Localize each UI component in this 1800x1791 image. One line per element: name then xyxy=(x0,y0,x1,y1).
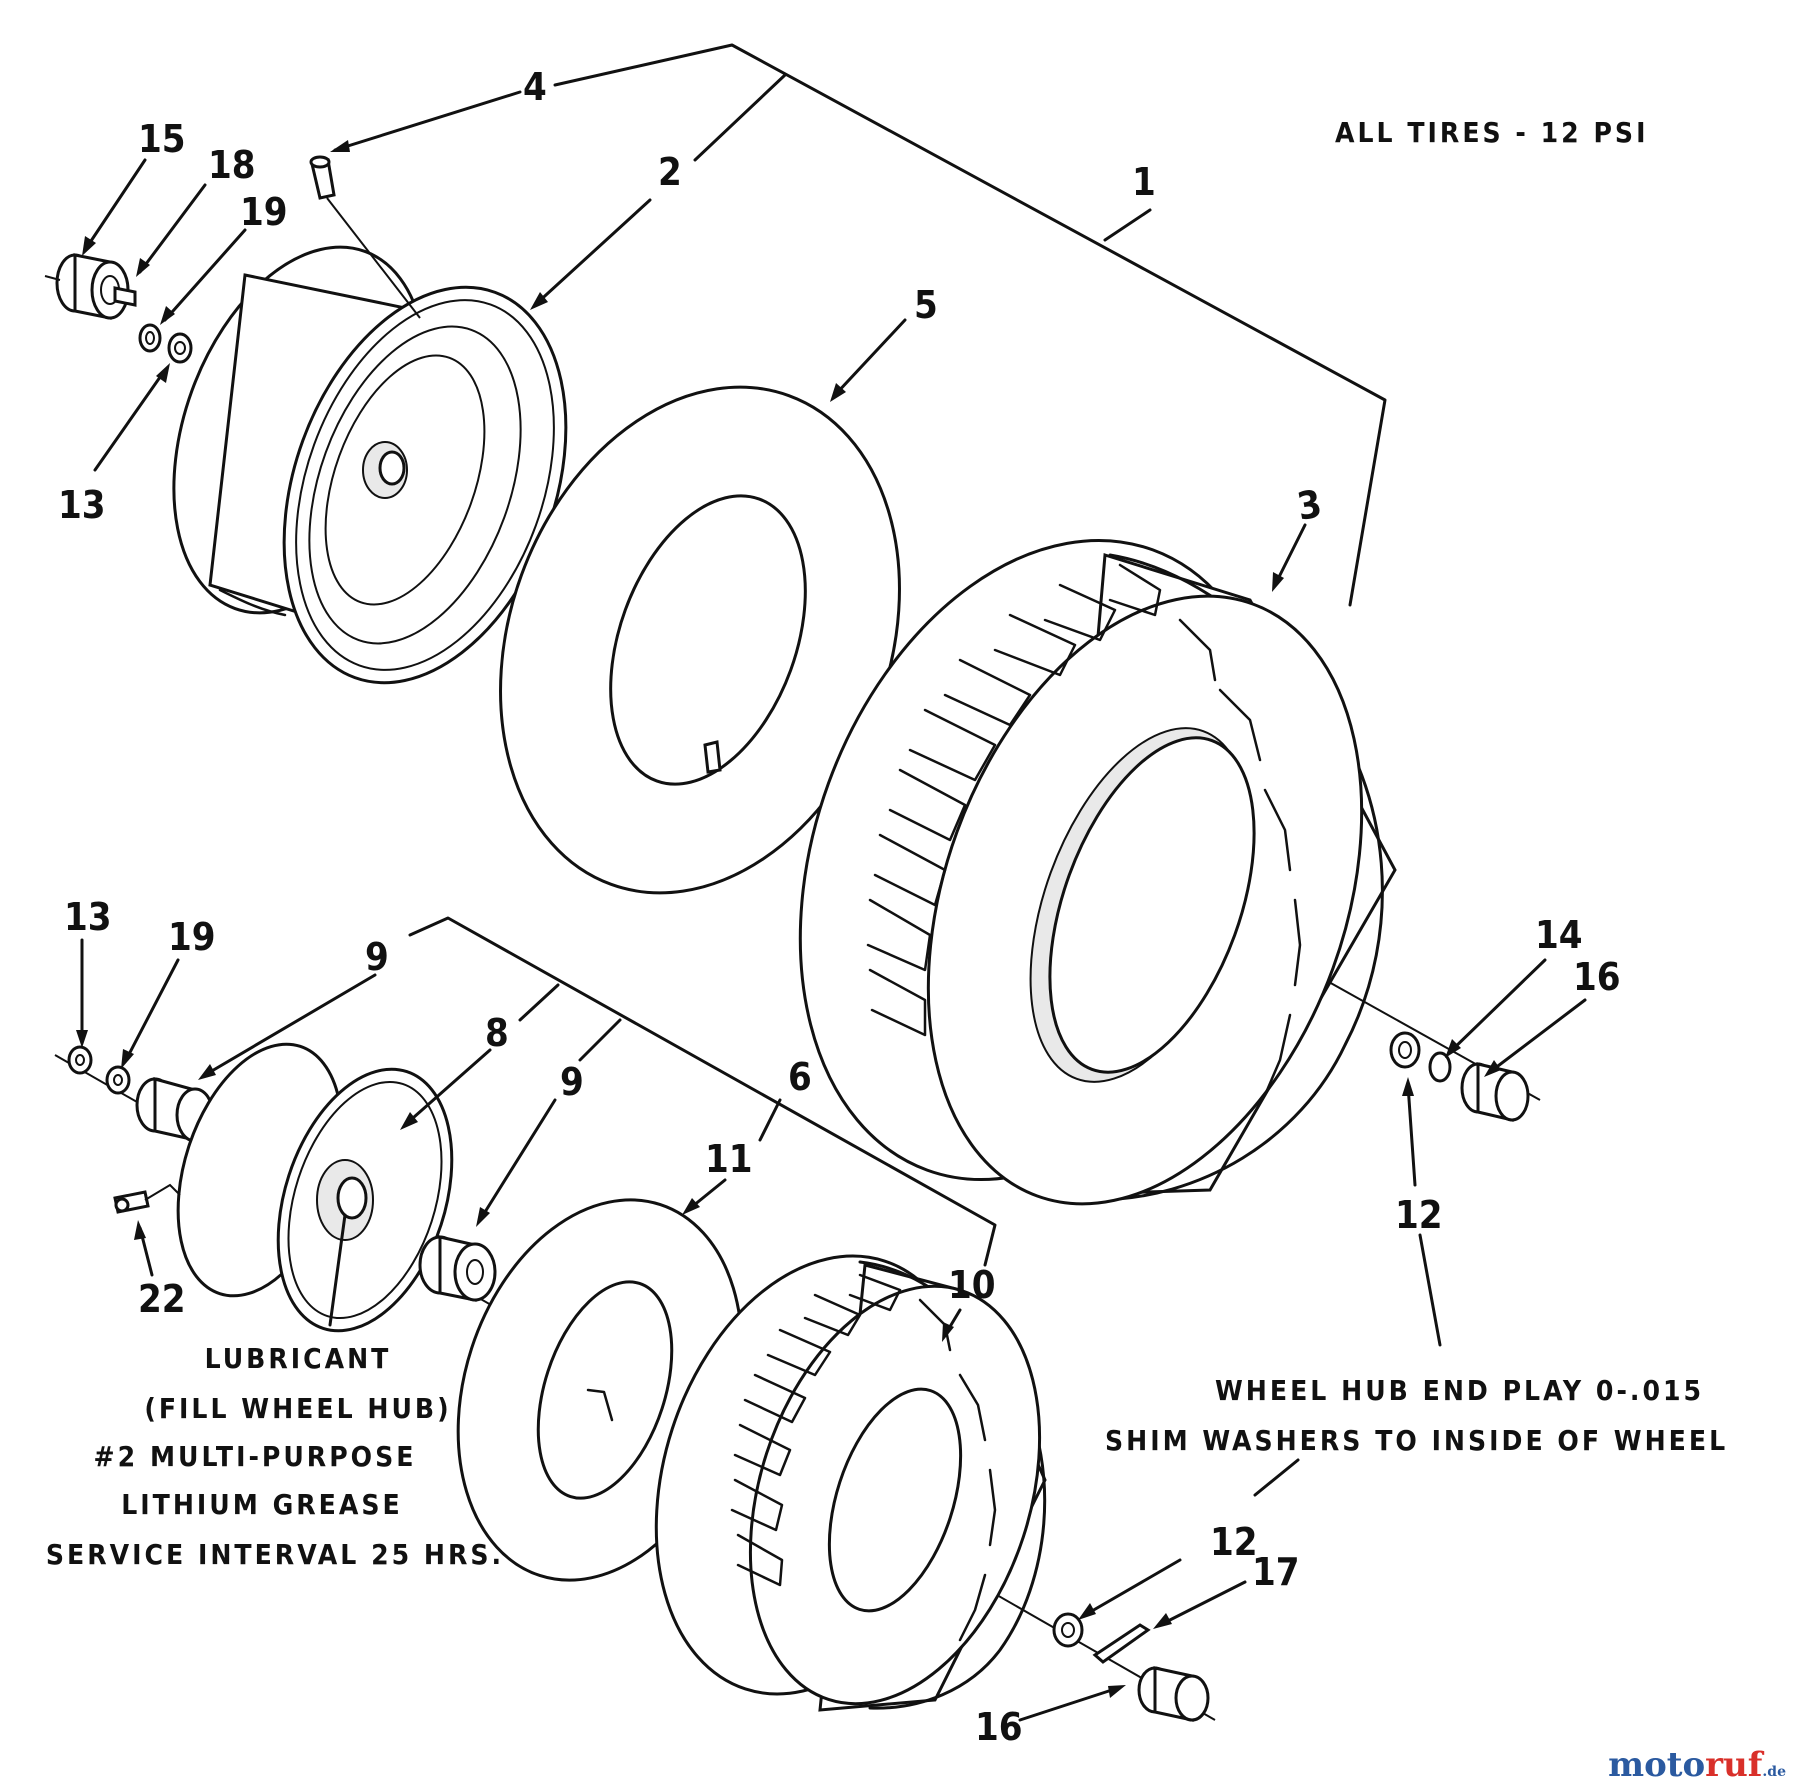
callout-12-upper: 12 xyxy=(1395,1193,1443,1237)
callout-14: 14 xyxy=(1535,913,1583,957)
callout-11: 11 xyxy=(705,1137,753,1181)
callout-15: 15 xyxy=(138,117,186,161)
part-19-washer xyxy=(138,323,162,353)
lubricant-note-line-5: SERVICE INTERVAL 25 HRS. xyxy=(46,1538,504,1571)
callout-6: 6 xyxy=(788,1055,812,1099)
callout-16-upper: 16 xyxy=(1573,955,1621,999)
part-4-valve-stem xyxy=(309,155,421,319)
part-3-rear-tire xyxy=(798,538,1397,1206)
end-play-note-line-1: WHEEL HUB END PLAY 0-.015 xyxy=(1215,1374,1704,1407)
callout-16-lower: 16 xyxy=(975,1705,1023,1749)
callout-18: 18 xyxy=(208,143,256,187)
callout-13-lower: 13 xyxy=(64,895,112,939)
lubricant-note-line-4: LITHIUM GREASE xyxy=(121,1488,402,1521)
callout-1: 1 xyxy=(1132,160,1156,204)
watermark-logo: motoruf.de xyxy=(1608,1745,1786,1785)
part-5-inner-tube xyxy=(499,385,901,895)
callout-13-upper: 13 xyxy=(58,483,106,527)
callout-10: 10 xyxy=(948,1263,996,1307)
callout-19-upper: 19 xyxy=(240,190,288,234)
part-8-front-rim xyxy=(176,1042,454,1333)
callout-8: 8 xyxy=(485,1011,509,1055)
part-12-shim-washer-lower xyxy=(1052,1612,1084,1648)
part-10-front-tire xyxy=(654,1254,1047,1712)
lubricant-note-line-2: (FILL WHEEL HUB) xyxy=(144,1392,451,1425)
part-14-retaining-ring xyxy=(1428,1051,1452,1083)
callout-3: 3 xyxy=(1294,481,1325,528)
tire-pressure-note: ALL TIRES - 12 PSI xyxy=(1335,116,1648,149)
part-22-grease-fitting xyxy=(113,1183,181,1214)
part-9-bearing-right xyxy=(418,1235,497,1302)
part-2-wheel-rim xyxy=(172,245,568,685)
callout-4: 4 xyxy=(523,65,547,109)
leader-lines xyxy=(76,43,1587,1722)
callout-2: 2 xyxy=(658,150,682,194)
callout-5: 5 xyxy=(914,283,938,327)
part-19-washer-lower xyxy=(105,1065,131,1095)
lubricant-note-line-3: #2 MULTI-PURPOSE xyxy=(94,1440,417,1473)
callout-9-left: 9 xyxy=(365,935,389,979)
part-15-spacer xyxy=(44,253,130,320)
lubricant-note-line-1: LUBRICANT xyxy=(205,1342,392,1375)
callout-9-right: 9 xyxy=(560,1060,584,1104)
callout-12-lower: 12 xyxy=(1210,1520,1258,1564)
callout-22: 22 xyxy=(138,1277,186,1321)
part-18-pin xyxy=(113,286,137,307)
part-16-hub-cap-lower xyxy=(1137,1666,1210,1722)
callout-17: 17 xyxy=(1252,1550,1300,1594)
callout-19-lower: 19 xyxy=(168,915,216,959)
part-17-cotter-pin xyxy=(1092,1623,1151,1664)
part-13-washer-lower xyxy=(67,1045,93,1075)
end-play-note-line-2: SHIM WASHERS TO INSIDE OF WHEEL xyxy=(1105,1424,1728,1457)
part-12-shim-washer xyxy=(1389,1031,1421,1069)
part-13-washer xyxy=(167,332,193,364)
